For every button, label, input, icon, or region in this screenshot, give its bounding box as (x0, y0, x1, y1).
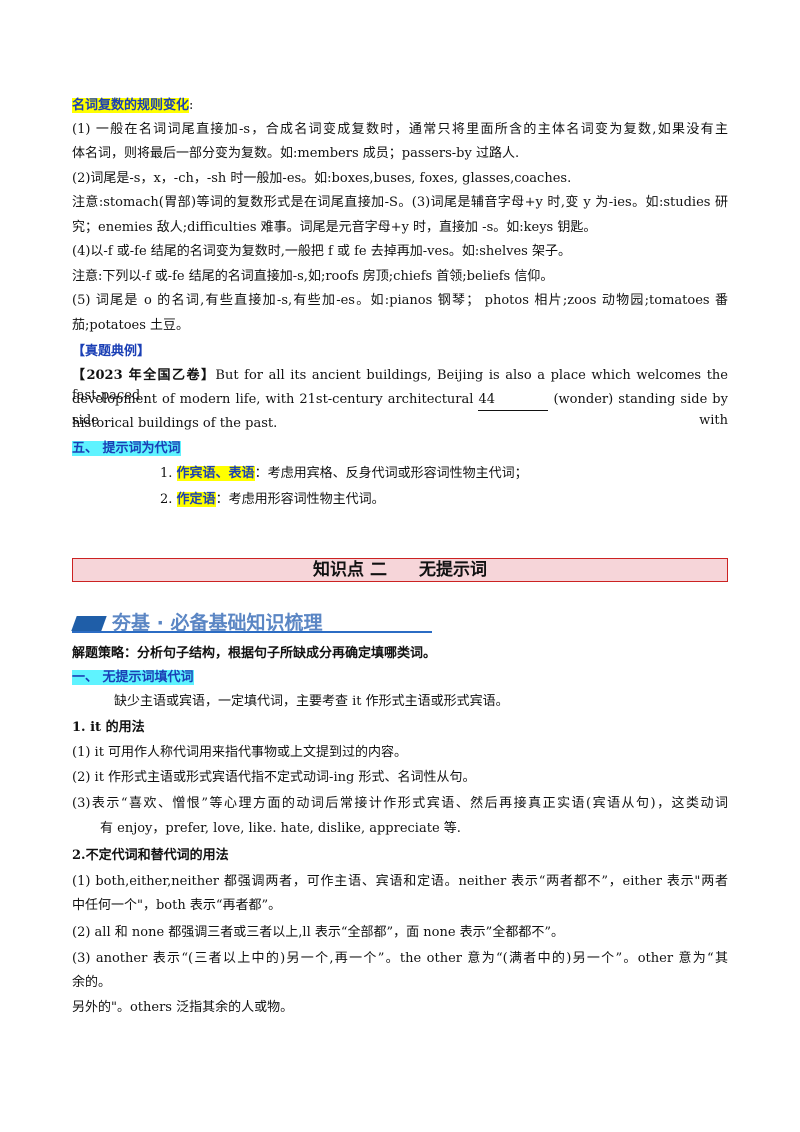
banner-right: 无提示词 (418, 560, 487, 580)
item-2-highlight: 作定语 (176, 492, 216, 507)
example-blank: 44 (478, 390, 549, 411)
item-1-text: ：考虑用宾格、反身代词或形容词性物主代词； (254, 466, 528, 481)
section-5-heading: 五、 提示词为代词 (72, 441, 181, 456)
header-underline (72, 631, 432, 633)
example-line-3: historical buildings of the past. (72, 416, 278, 431)
it-usage-1: (1) it 可用作人称代词用来指代事物或上文提到过的内容。 (72, 745, 408, 760)
rule-2: (2)词尾是-s，x，-ch，-sh 时一般加-es。如:boxes,buses… (72, 171, 572, 186)
part-2-heading-1-line: 一、 无提示词填代词 (72, 668, 194, 688)
example-line-2: development of modern life, with 21st-ce… (72, 390, 728, 431)
rule-4: (4)以-f 或-fe 结尾的名词变为复数时,一般把 f 或 fe 去掉再加-v… (72, 244, 571, 259)
indefinite-1-line-2: 中任何一个"，both 表示“再者都”。 (72, 898, 282, 913)
example-text-3: (wonder) standing side by side with (72, 392, 728, 428)
indefinite-1-line-1: (1) both,either,neither 都强调两者，可作主语、宾语和定语… (72, 874, 728, 889)
item-1-number: 1. (160, 466, 173, 481)
example-line-1: 【2023 年全国乙卷】But for all its ancient buil… (72, 366, 728, 406)
banner-left: 知识点 二 (313, 560, 387, 580)
knowledge-point-banner: 知识点 二 无提示词 (72, 558, 728, 582)
indefinite-3-line-1: (3) another 表示“(三者以上中的)另一个,再一个”。the othe… (72, 951, 728, 966)
plural-rules-heading: 名词复数的规则变化 (72, 98, 190, 113)
section-header-title: 夯基 · 必备基础知识梳理 (112, 612, 323, 634)
rule-5-line-1: (5) 词尾是 o 的名词,有些直接加-s,有些加-es。如:pianos 钢琴… (72, 293, 728, 308)
note-and-rule-3-line-1: 注意:stomach(胃部)等词的复数形式是在词尾直接加-S。(3)词尾是辅音字… (72, 195, 728, 210)
header-bar-decoration (71, 616, 107, 631)
section-5-item-2: 2. 作定语：考虑用形容词性物主代词。 (160, 490, 385, 510)
indefinite-3-line-3: 另外的"。others 泛指其余的人或物。 (72, 1000, 294, 1015)
note-and-rule-3-line-2: 究；enemies 敌人;difficulties 难事。词尾是元音字母+y 时… (72, 220, 597, 235)
rule-5-line-2: 茄;potatoes 土豆。 (72, 318, 190, 333)
rule-1-line-1: (1) 一般在名词词尾直接加-s，合成名词变成复数时，通常只将里面所含的主体名词… (72, 122, 728, 137)
indefinite-heading: 2.不定代词和替代词的用法 (72, 848, 229, 863)
rule-1-line-2: 体名词，则将最后一部分变为复数。如:members 成员；passers-by … (72, 146, 520, 161)
it-usage-3-line-2: 有 enjoy，prefer, love, like. hate, dislik… (100, 821, 461, 836)
it-usage-2: (2) it 作形式主语或形式宾语代指不定式动词-ing 形式、名词性从句。 (72, 770, 476, 785)
section-header: 夯基 · 必备基础知识梳理 (71, 606, 432, 634)
indefinite-2: (2) all 和 none 都强调三者或三者以上,ll 表示“全部都”，面 n… (72, 925, 564, 940)
part-2-heading-1: 一、 无提示词填代词 (72, 670, 194, 685)
indefinite-3-line-2: 余的。 (72, 975, 112, 990)
item-2-number: 2. (160, 492, 173, 507)
item-2-text: ：考虑用形容词性物主代词。 (215, 492, 385, 507)
item-1-highlight: 作宾语、表语 (176, 466, 255, 481)
it-usage-heading: 1. it 的用法 (72, 720, 145, 735)
example-text-2: development of modern life, with 21st-ce… (72, 392, 474, 407)
it-usage-3-line-1: (3)表示“喜欢、憎恨”等心理方面的动词后常接计作形式宾语、然后再接真正实语(宾… (72, 796, 728, 811)
strategy: 解题策略：分析句子结构，根据句子所缺成分再确定填哪类词。 (72, 646, 437, 661)
note-f-fe: 注意:下列以-f 或-fe 结尾的名词直接加-s,如;roofs 房顶;chie… (72, 269, 554, 284)
plural-rules-heading-line: 名词复数的规则变化: (72, 96, 193, 116)
example-text-1: But for all its ancient buildings, Beiji… (72, 368, 728, 403)
example-source: 【2023 年全国乙卷】 (72, 368, 216, 383)
example-label: 【真题典例】 (72, 344, 151, 359)
section-5-item-1: 1. 作宾语、表语：考虑用宾格、反身代词或形容词性物主代词； (160, 464, 528, 484)
part-2-intro: 缺少主语或宾语，一定填代词，主要考查 it 作形式主语或形式宾语。 (114, 694, 509, 709)
heading-colon: : (189, 98, 194, 113)
section-5-heading-line: 五、 提示词为代词 (72, 439, 181, 459)
